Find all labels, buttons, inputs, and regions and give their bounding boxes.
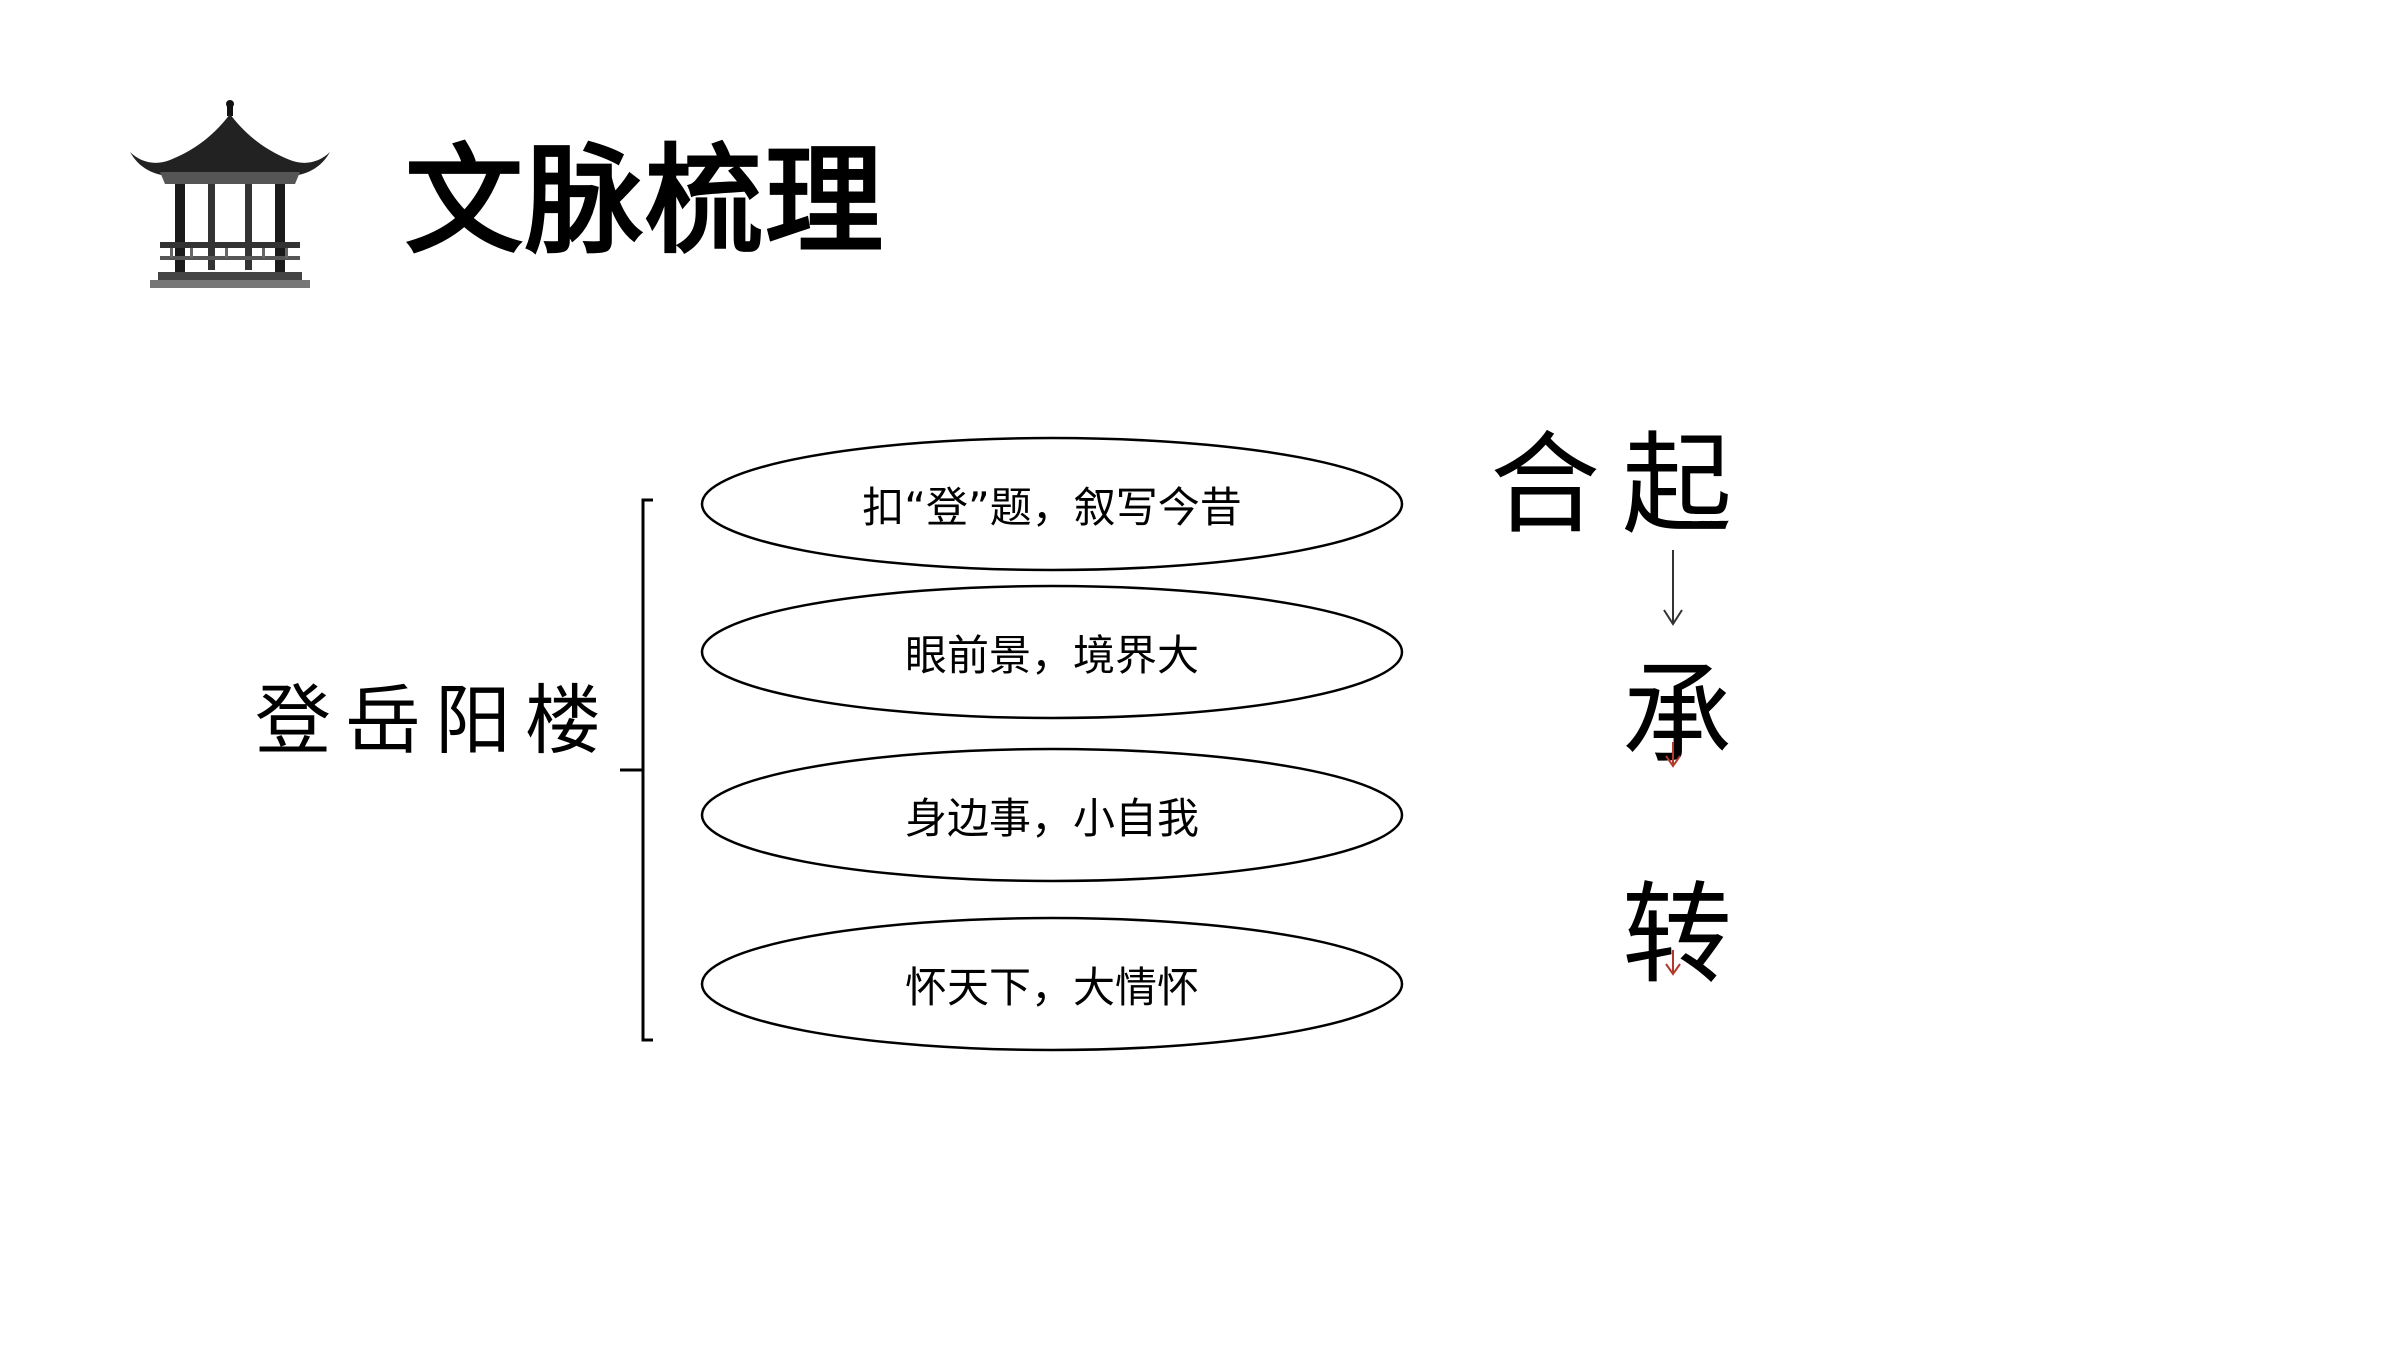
point-3: 身边事，小自我 (700, 747, 1404, 883)
arrow-down-icon (1665, 742, 1681, 768)
page-title: 文脉梳理 (405, 132, 886, 270)
stage-zhuan: 转 (1622, 871, 1732, 999)
oval-shape (700, 436, 1404, 572)
stage-qi: 起 (1622, 421, 1732, 549)
point-4: 怀天下，大情怀 (700, 916, 1404, 1052)
oval-shape (700, 916, 1404, 1052)
arrow-down-icon (1663, 550, 1683, 626)
point-label: 身边事，小自我 (904, 793, 1199, 843)
stage-cheng: 承 (1622, 651, 1732, 779)
point-label: 眼前景，境界大 (904, 630, 1199, 680)
main-topic: 登岳阳楼 (255, 676, 615, 765)
point-1: 扣“登”题，叙写今昔 (700, 436, 1404, 572)
stage-he: 合 (1490, 421, 1600, 549)
bracket-connector (620, 498, 653, 1042)
point-2: 眼前景，境界大 (700, 584, 1404, 720)
oval-shape (700, 747, 1404, 883)
arrow-down-icon (1665, 950, 1681, 976)
point-label: 怀天下，大情怀 (904, 962, 1199, 1012)
point-label: 扣“登”题，叙写今昔 (862, 482, 1242, 532)
pavilion-icon (130, 100, 330, 288)
oval-shape (700, 584, 1404, 720)
